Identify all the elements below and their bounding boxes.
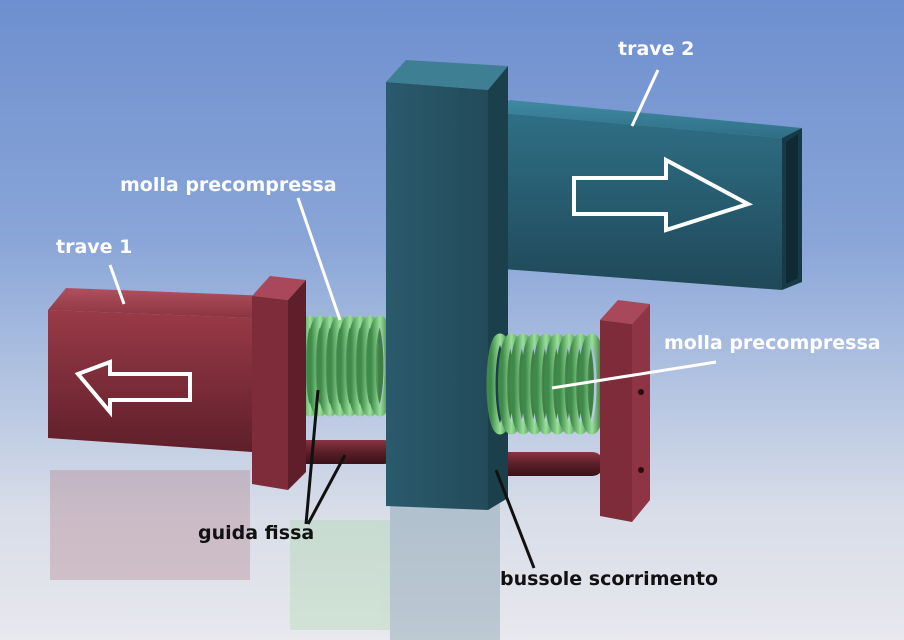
beam-2 — [490, 100, 802, 290]
reflection-spring — [290, 520, 390, 630]
beam-2-side-face — [490, 112, 782, 290]
bolt-hole-icon — [638, 389, 644, 395]
beam-2-top-face — [490, 100, 802, 138]
leader-lines — [108, 69, 717, 569]
spring-coil — [544, 333, 571, 435]
spring-coil — [498, 333, 525, 435]
label-spring-right: molla precompressa — [664, 332, 881, 354]
column-top-face — [386, 60, 508, 90]
arrow-left-icon — [74, 359, 192, 418]
end-plate-left-top — [252, 276, 306, 300]
beam-1 — [48, 288, 270, 452]
beam-1-front-face — [48, 310, 252, 452]
bolt-hole-icon — [638, 467, 644, 473]
reflection-column — [390, 500, 500, 640]
beam-2-hollow-end — [786, 134, 798, 284]
arrow-right-icon — [572, 156, 754, 233]
spring-coil — [532, 333, 560, 435]
leader-guide-a — [304, 389, 320, 525]
reflection-beam-1 — [50, 470, 250, 580]
label-beam-1: trave 1 — [56, 236, 133, 258]
leader-spring-left — [296, 197, 342, 321]
spring-coil — [521, 333, 548, 435]
label-fixed-guide: guida fissa — [198, 522, 315, 544]
leader-bushings — [494, 469, 536, 569]
beam-1-top-face — [48, 288, 270, 318]
end-plate-left — [252, 276, 306, 490]
end-plate-right — [600, 300, 650, 522]
column-side-face — [488, 66, 508, 510]
guide-rod-left — [288, 440, 396, 464]
floor-reflection — [50, 470, 500, 640]
label-sliding-bushings: bussole scorrimento — [500, 568, 719, 590]
leader-guide-b — [306, 454, 347, 525]
leader-spring-right — [551, 360, 717, 390]
label-spring-left: molla precompressa — [120, 174, 337, 196]
spring-coil — [356, 315, 384, 417]
end-plate-left-side — [288, 280, 306, 490]
column-front-face — [386, 82, 488, 510]
end-plate-left-front — [252, 296, 288, 490]
end-plate-right-side — [632, 304, 650, 522]
leader-beam-1 — [108, 264, 126, 305]
spring-coil — [509, 333, 537, 435]
label-beam-2: trave 2 — [618, 38, 695, 60]
central-column — [386, 60, 508, 510]
spring-coil — [486, 333, 514, 435]
end-plate-right-front — [600, 320, 632, 522]
leader-beam-2 — [630, 69, 660, 127]
end-plate-right-top — [600, 300, 650, 324]
guide-rod-right — [494, 452, 604, 476]
